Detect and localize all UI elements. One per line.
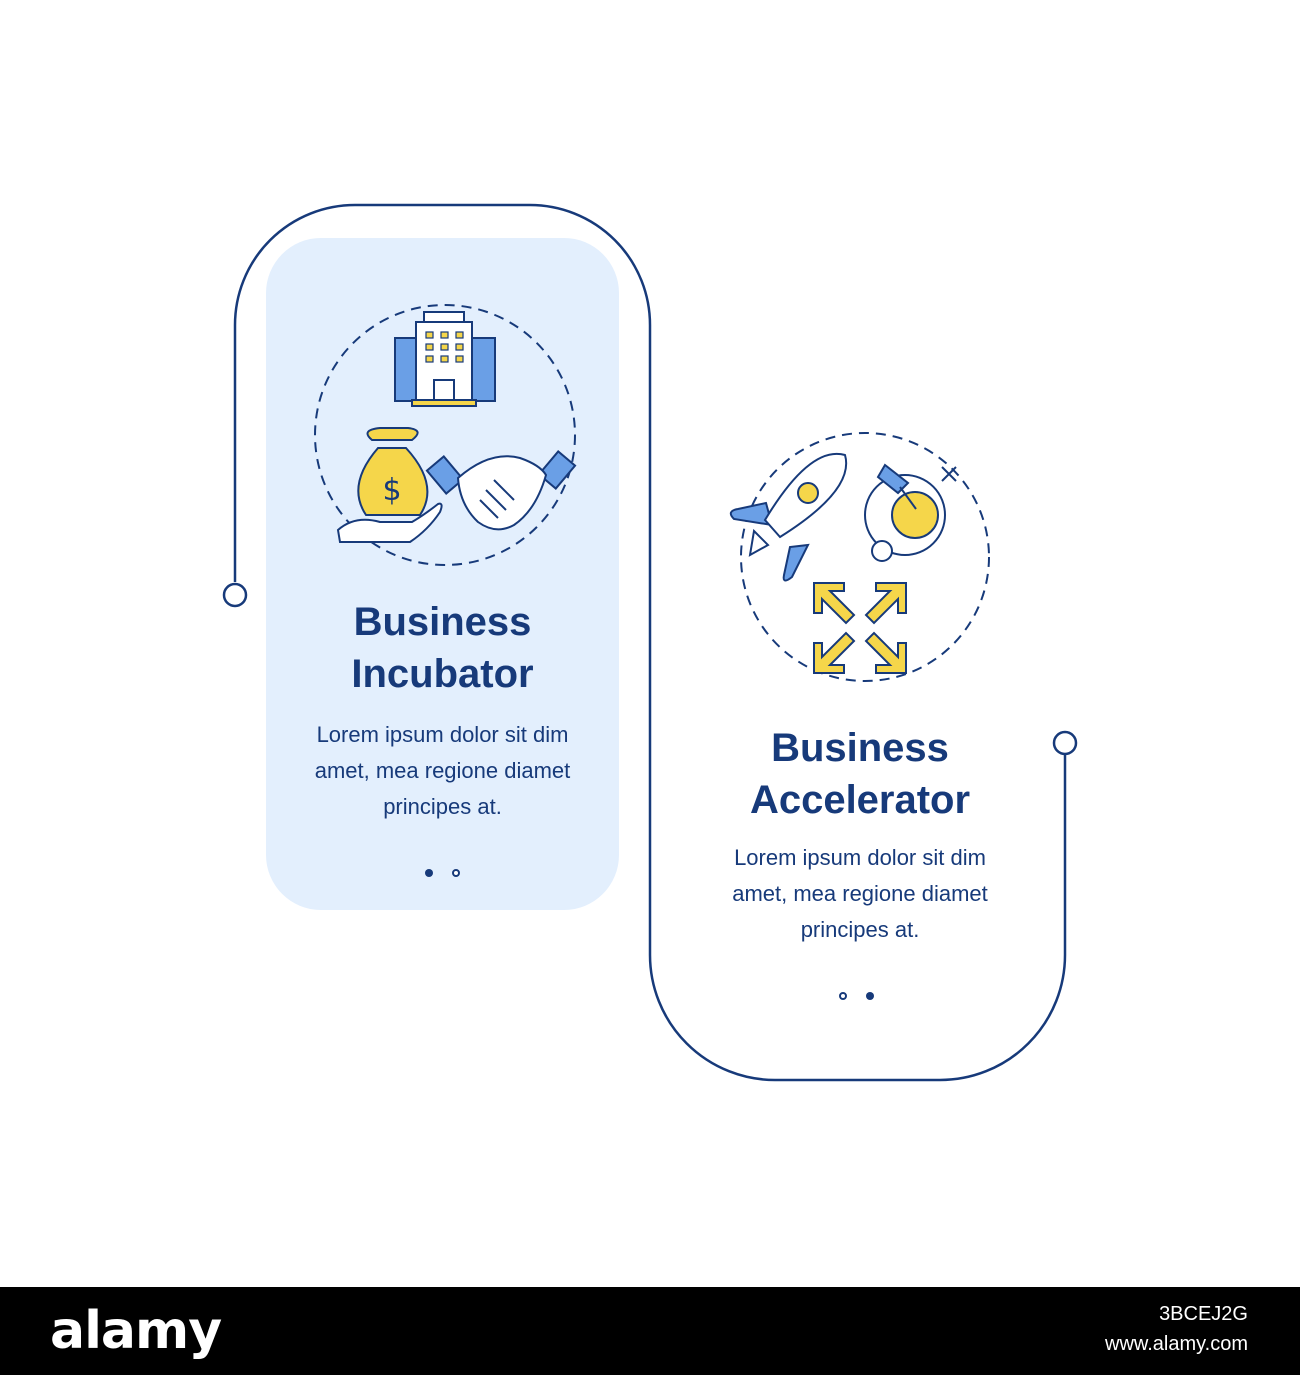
incubator-description-line: principes at. <box>383 794 502 819</box>
incubator-description-line: Lorem ipsum dolor sit dim <box>316 722 569 747</box>
rocket-icon <box>729 452 848 582</box>
footer-url: www.alamy.com <box>1105 1333 1248 1355</box>
incubator-connector-node <box>222 582 248 608</box>
incubator-title-line2: Incubator <box>351 652 534 696</box>
accelerator-icon-group <box>729 432 990 682</box>
accelerator-description: Lorem ipsum dolor sit dim amet, mea regi… <box>680 840 1040 948</box>
incubator-title-line1: Business <box>353 600 532 644</box>
accelerator-connector-node <box>1052 730 1078 756</box>
target-with-arrow-icon <box>864 463 957 562</box>
svg-text:$: $ <box>382 473 401 508</box>
incubator-icon-group: $ <box>314 304 577 566</box>
watermark-footer: alamy 3BCEJ2G www.alamy.com <box>0 1287 1300 1375</box>
accelerator-title: Business Accelerator <box>680 722 1040 826</box>
incubator-pager-dot-1 <box>425 869 433 877</box>
office-building-icon <box>394 311 496 407</box>
accelerator-title-line1: Business <box>771 726 949 770</box>
incubator-frame-outline <box>233 203 1067 1082</box>
incubator-description: Lorem ipsum dolor sit dim amet, mea regi… <box>266 717 619 825</box>
accelerator-description-line: Lorem ipsum dolor sit dim <box>734 845 986 870</box>
accelerator-pager-dot-2 <box>866 992 874 1000</box>
expand-arrows-icon <box>813 582 907 674</box>
accelerator-pager-dot-1 <box>839 992 847 1000</box>
handshake-icon <box>425 450 577 531</box>
incubator-description-line: amet, mea regione diamet <box>314 758 571 783</box>
incubator-title: Business Incubator <box>266 596 619 700</box>
incubator-pager-dot-2 <box>452 869 460 877</box>
money-bag-in-hand-icon: $ <box>336 427 443 543</box>
alamy-logo: alamy <box>50 1301 222 1361</box>
accelerator-description-line: principes at. <box>800 917 920 942</box>
accelerator-title-line2: Accelerator <box>749 778 971 822</box>
accelerator-description-line: amet, mea regione diamet <box>732 881 988 906</box>
image-id: 3BCEJ2G <box>1159 1303 1248 1325</box>
